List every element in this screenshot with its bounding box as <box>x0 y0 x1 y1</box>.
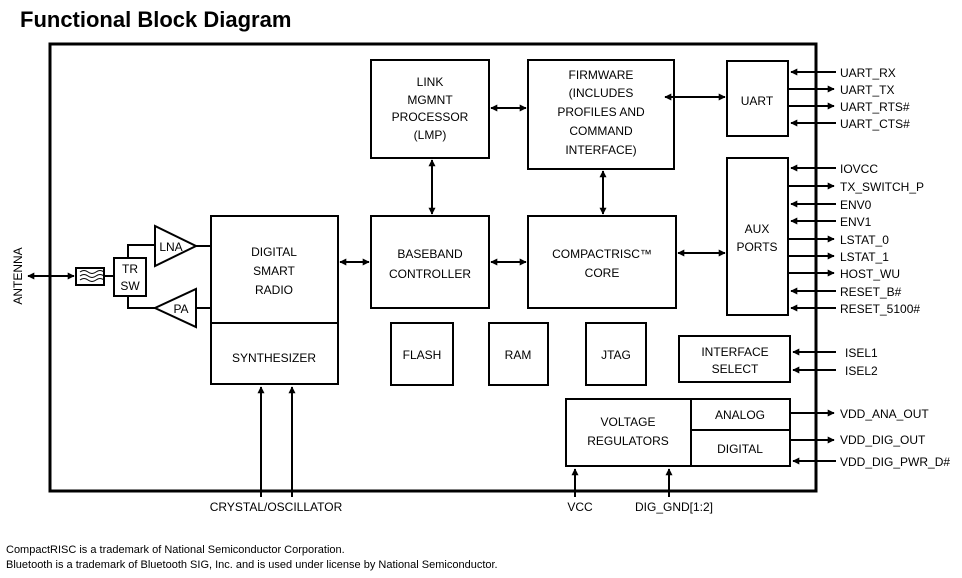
vreg-label: REGULATORS <box>587 434 669 448</box>
firmware-label: COMMAND <box>569 124 633 138</box>
uart-signals <box>788 68 836 127</box>
synthesizer-label: SYNTHESIZER <box>232 351 316 365</box>
dig-gnd-label: DIG_GND[1:2] <box>635 500 713 514</box>
lna-amplifier-icon <box>154 224 199 268</box>
radio-label: RADIO <box>255 283 293 297</box>
uart-block: UART <box>726 60 789 137</box>
uart-rx-label: UART_RX <box>840 66 896 80</box>
lmp-label: PROCESSOR <box>392 110 469 124</box>
reset-5100-label: RESET_5100# <box>840 302 920 316</box>
footnote: CompactRISC is a trademark of National S… <box>6 544 345 556</box>
isel-signals <box>792 348 836 374</box>
uart-rts-label: UART_RTS# <box>840 100 910 114</box>
lstat0-label: LSTAT_0 <box>840 233 889 247</box>
firmware-label: FIRMWARE <box>569 68 634 82</box>
footnote: Bluetooth is a trademark of Bluetooth SI… <box>6 559 498 571</box>
vcc-label: VCC <box>567 500 593 514</box>
host-wu-label: HOST_WU <box>840 267 900 281</box>
lmp-label: LINK <box>417 75 444 89</box>
regulator-signals <box>790 409 836 465</box>
vdd-dig-out-label: VDD_DIG_OUT <box>840 433 926 447</box>
firmware-label: (INCLUDES <box>569 86 634 100</box>
lmp-label: (LMP) <box>414 128 447 142</box>
crystal-oscillator-label: CRYSTAL/OSCILLATOR <box>210 500 343 514</box>
trsw-label: SW <box>120 279 140 293</box>
env1-label: ENV1 <box>840 215 872 229</box>
tx-switch-label: TX_SWITCH_P <box>840 180 924 194</box>
trsw-label: TR <box>122 262 138 276</box>
uart-label: UART <box>741 94 774 108</box>
baseband-block: BASEBAND CONTROLLER <box>370 215 490 309</box>
voltage-regulators-block: VOLTAGE REGULATORS ANALOG DIGITAL <box>565 398 791 467</box>
baseband-label: CONTROLLER <box>389 267 471 281</box>
vdd-dig-pwr-label: VDD_DIG_PWR_D# <box>840 455 950 469</box>
antenna-label: ANTENNA <box>11 247 25 304</box>
isel2-label: ISEL2 <box>845 364 878 378</box>
analog-label: ANALOG <box>715 408 765 422</box>
vdd-ana-out-label: VDD_ANA_OUT <box>840 407 929 421</box>
iovcc-label: IOVCC <box>840 162 878 176</box>
jtag-label: JTAG <box>601 348 631 362</box>
pa-label: PA <box>173 302 188 316</box>
firmware-block: FIRMWARE (INCLUDES PROFILES AND COMMAND … <box>527 59 675 170</box>
diagram-title: Functional Block Diagram <box>20 7 291 32</box>
lstat1-label: LSTAT_1 <box>840 250 889 264</box>
vreg-label: VOLTAGE <box>601 415 656 429</box>
bottom-signals <box>257 386 673 497</box>
core-label: CORE <box>585 266 620 280</box>
reset-b-label: RESET_B# <box>840 285 902 299</box>
core-label: COMPACTRISC™ <box>552 247 652 261</box>
lmp-block: LINK MGMNT PROCESSOR (LMP) <box>370 59 490 159</box>
uart-cts-label: UART_CTS# <box>840 117 910 131</box>
flash-label: FLASH <box>403 348 442 362</box>
firmware-label: PROFILES AND <box>557 105 645 119</box>
digital-label: DIGITAL <box>717 442 763 456</box>
radio-label: DIGITAL <box>251 245 297 259</box>
jtag-block: JTAG <box>585 322 647 386</box>
radio-label: SMART <box>253 264 295 278</box>
iface-label: SELECT <box>712 362 759 376</box>
baseband-label: BASEBAND <box>397 247 463 261</box>
aux-label: AUX <box>745 222 770 236</box>
lmp-label: MGMNT <box>407 93 453 107</box>
ram-label: RAM <box>505 348 532 362</box>
internal-links <box>339 93 726 266</box>
lna-label: LNA <box>159 240 182 254</box>
core-block: COMPACTRISC™ CORE <box>527 215 677 309</box>
firmware-label: INTERFACE) <box>565 143 636 157</box>
tr-switch-block <box>113 257 147 297</box>
env0-label: ENV0 <box>840 198 872 212</box>
aux-signals <box>788 164 836 312</box>
filter-icon <box>75 267 105 286</box>
uart-tx-label: UART_TX <box>840 83 894 97</box>
radio-block: DIGITAL SMART RADIO SYNTHESIZER <box>210 215 339 385</box>
aux-ports-block: AUX PORTS <box>726 157 789 316</box>
interface-select-block: INTERFACE SELECT <box>678 335 791 383</box>
flash-block: FLASH <box>390 322 454 386</box>
isel1-label: ISEL1 <box>845 346 878 360</box>
chip-boundary <box>48 42 818 493</box>
rf-front-end: TR SW LNA PA ANTENNA <box>11 224 211 329</box>
iface-label: INTERFACE <box>701 345 768 359</box>
ram-block: RAM <box>488 322 549 386</box>
aux-label: PORTS <box>736 240 777 254</box>
